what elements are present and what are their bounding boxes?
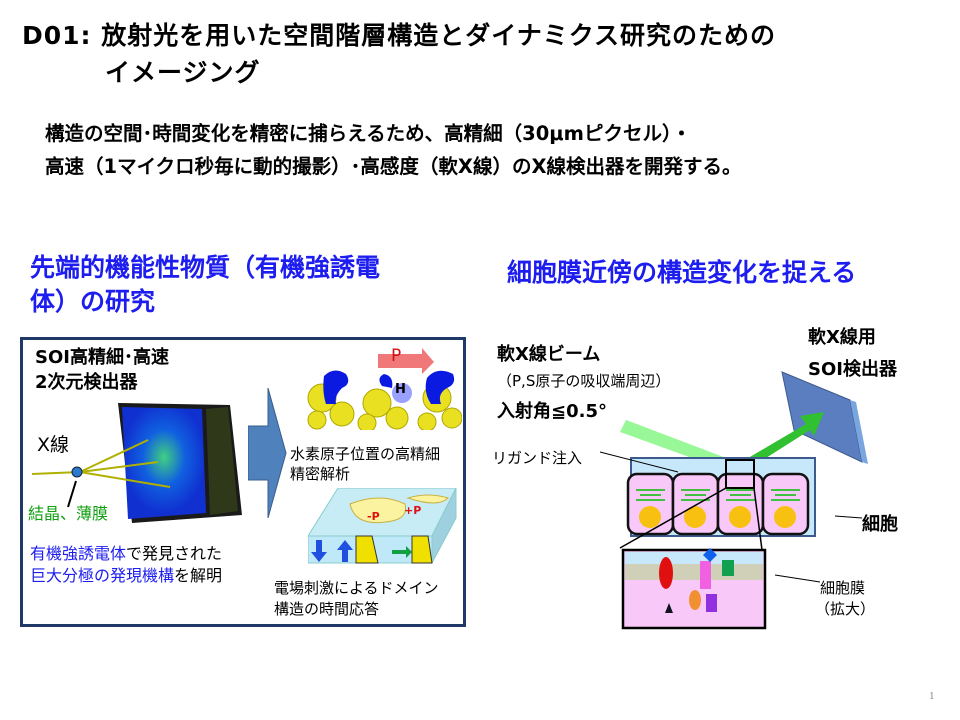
- hydrogen-caption-line2: 精密解析: [290, 465, 351, 483]
- domain-caption-line2: 構造の時間応答: [274, 600, 380, 618]
- result-arrow-icon: [248, 388, 287, 518]
- left-heading-line1: 先端的機能性物質（有機強誘電: [30, 253, 381, 282]
- conclusion-line2: 巨大分極の発現機構を解明: [30, 562, 222, 586]
- p-label: P: [391, 346, 402, 366]
- conclusion-line1: 有機強誘電体で発見された: [30, 540, 222, 564]
- incident-angle: 入射角≦0.5°: [497, 401, 607, 422]
- detector-label-line1: SOI高精細･高速: [35, 347, 169, 368]
- domain-diagram: [308, 488, 457, 564]
- hydrogen-density-map: [302, 348, 462, 430]
- membrane-label-line2: （拡大）: [815, 600, 876, 618]
- beam-sub-label: （P,S原子の吸収端周辺）: [497, 372, 671, 390]
- sample-label: 結晶、薄膜: [28, 504, 109, 523]
- xray-label: X線: [37, 434, 70, 456]
- conclusion-highlight-1: 有機強誘電体: [30, 544, 127, 563]
- sample-crystal: [71, 466, 83, 478]
- right-heading: 細胞膜近傍の構造変化を捉える: [507, 258, 857, 287]
- beam-label: 軟X線ビーム: [497, 344, 601, 365]
- detector-side: [206, 407, 238, 515]
- cell-label: 細胞: [862, 514, 898, 535]
- conclusion-highlight-2: 巨大分極の発現機構: [30, 566, 175, 585]
- page-number: 1: [929, 690, 935, 702]
- soft-xray-detector-line2: SOI検出器: [808, 359, 897, 380]
- soft-xray-detector-line1: 軟X線用: [808, 327, 876, 348]
- detector-diagram: [31, 403, 242, 523]
- conclusion-text-2: を解明: [174, 566, 223, 585]
- hydrogen-caption-line1: 水素原子位置の高精細: [290, 445, 441, 463]
- slide-title-line1: D01: 放射光を用いた空間階層構造とダイナミクス研究のための: [22, 21, 776, 50]
- summary-line1: 構造の空間･時間変化を精密に捕らえるため、高精細（30μmピクセル）・: [45, 122, 692, 145]
- slide-title-line2: イメージング: [105, 58, 261, 87]
- summary-line2: 高速（1マイクロ秒毎に動的撮影）･高感度（軟X線）のX線検出器を開発する。: [45, 155, 742, 178]
- plus-p-label: +P: [404, 504, 422, 517]
- domain-caption-line1: 電場刺激によるドメイン: [274, 579, 439, 597]
- ferroelectric-panel: [20, 337, 466, 627]
- minus-p-label: -P: [367, 510, 380, 523]
- detector-image: [122, 407, 206, 519]
- membrane-label-line1: 細胞膜: [820, 579, 866, 597]
- ligand-injection-label: リガンド注入: [492, 449, 583, 467]
- cell-membrane-diagram: [599, 371, 868, 630]
- conclusion-text-1: で発見された: [126, 544, 223, 563]
- left-heading-line2: 体）の研究: [30, 287, 156, 316]
- detector-label-line2: 2次元検出器: [35, 372, 138, 393]
- h-label: H: [395, 382, 406, 397]
